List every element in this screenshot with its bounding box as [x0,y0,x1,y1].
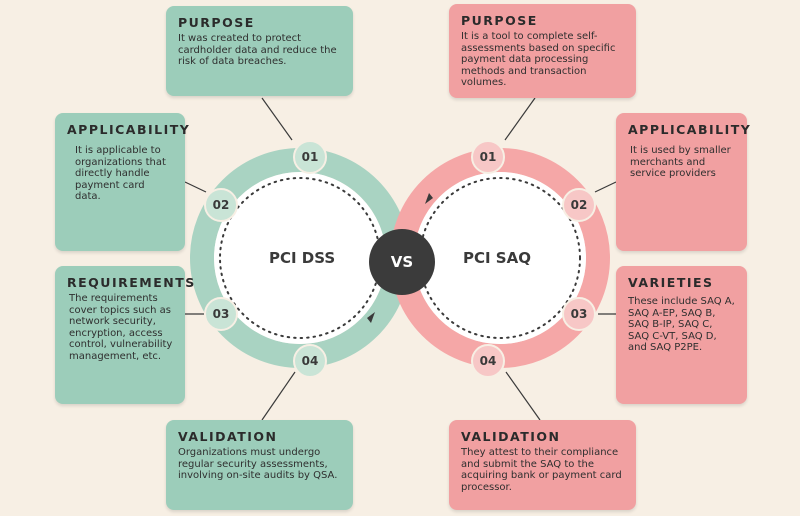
dss-step-01-badge: 01 [293,140,327,174]
dss-requirements-text: The requirements cover topics such as ne… [69,293,173,362]
saq-purpose-text: It is a tool to complete self-assessment… [461,31,616,88]
saq-varieties-heading: VARIETIES [628,275,714,290]
saq-validation-heading: VALIDATION [461,429,561,444]
dss-applicability-text: It is applicable to organizations that d… [75,145,166,202]
saq-purpose-heading: PURPOSE [461,13,538,28]
saq-purpose-card: PURPOSE It is a tool to complete self-as… [449,4,636,98]
dss-purpose-heading: PURPOSE [178,15,255,30]
saq-applicability-heading: APPLICABILITY [628,122,752,137]
dss-validation-heading: VALIDATION [178,429,278,444]
saq-validation-text: They attest to their compliance and subm… [461,447,622,493]
dss-validation-card: VALIDATION Organizations must undergo re… [166,420,353,510]
dss-applicability-card: APPLICABILITY It is applicable to organi… [55,113,191,251]
vs-badge: VS [369,229,435,295]
saq-applicability-card: APPLICABILITY It is used by smaller merc… [616,113,752,251]
dss-arrow-icon [367,312,375,323]
saq-dotted-path [419,177,581,339]
saq-arrow-icon [425,193,433,204]
saq-ring-center [414,172,586,344]
dss-requirements-heading: REQUIREMENTS [67,275,196,290]
dss-ring-center [214,172,386,344]
dss-step-02-badge: 02 [204,188,238,222]
connector-saq-purpose [504,97,536,141]
dss-validation-text: Organizations must undergo regular secur… [178,447,338,481]
saq-validation-card: VALIDATION They attest to their complian… [449,420,636,510]
saq-step-02-badge: 02 [562,188,596,222]
saq-step-03-badge: 03 [562,297,596,331]
dss-purpose-card: PURPOSE It was created to protect cardho… [166,6,353,96]
dss-requirements-card: REQUIREMENTS The requirements cover topi… [55,266,196,404]
saq-step-01-badge: 01 [471,140,505,174]
saq-applicability-text: It is used by smaller merchants and serv… [630,145,731,179]
connector-saq-applicability [594,181,617,193]
connector-dss-validation [261,371,296,421]
dss-step-03-badge: 03 [204,297,238,331]
connector-dss-applicability [184,181,207,193]
saq-title: PCI SAQ [463,249,531,267]
connector-dss-purpose [261,97,293,141]
saq-varieties-text: These include SAQ A, SAQ A-EP, SAQ B, SA… [628,296,735,353]
dss-step-04-badge: 04 [293,344,327,378]
saq-step-04-badge: 04 [471,344,505,378]
connector-saq-validation [505,371,541,421]
dss-title: PCI DSS [269,249,336,267]
dss-purpose-text: It was created to protect cardholder dat… [178,33,337,67]
dss-applicability-heading: APPLICABILITY [67,122,191,137]
saq-varieties-card: VARIETIES These include SAQ A, SAQ A-EP,… [616,266,747,404]
